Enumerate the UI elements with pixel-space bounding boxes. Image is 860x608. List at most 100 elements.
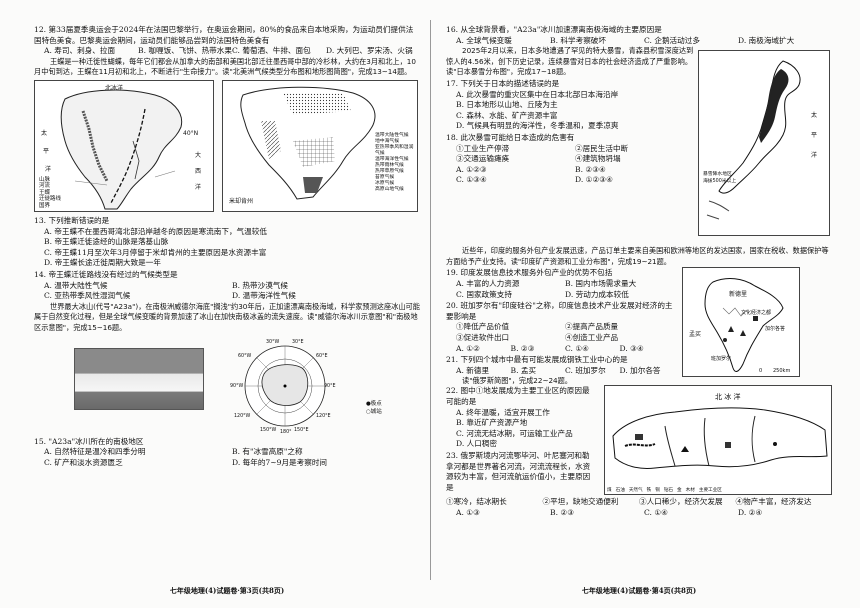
- india-section: 19. 印度发展信息技术服务外包产业的优势不包括 A. 丰富的人力资源 B. 国…: [446, 267, 832, 385]
- q19-option-d[interactable]: D. 劳动力成本较低: [565, 289, 629, 299]
- material-22-24: 读"俄罗斯简图"，完成22~24题。: [462, 376, 572, 386]
- q14-option-d[interactable]: D. 温带海洋性气候: [232, 291, 296, 301]
- q17-option-a[interactable]: A. 此次暴雪的重灾区集中在日本北部日本海沿岸: [456, 89, 619, 99]
- q12-stem: 12. 第33届夏季奥运会于2024年在法国巴黎举行，在奥运会期间，80%的食品…: [34, 25, 414, 45]
- q20-options: A. ①② B. ②③ C. ①④ D. ③④: [446, 344, 674, 355]
- q23-option-b[interactable]: B. ②③: [550, 507, 575, 517]
- polar-legend-pole: ●极点: [366, 400, 382, 407]
- q13-options: A. 帝王蝶不在墨西哥湾北部沿岸越冬的原因是寒流南下，气温较低 B. 帝王蝶迁徙…: [34, 227, 420, 269]
- q21-stem: 21. 下列四个城市中最有可能发展成钢铁工业中心的是: [446, 355, 628, 365]
- q14-option-b[interactable]: B. 热带沙漠气候: [232, 280, 288, 290]
- q21-option-b[interactable]: B. 孟买: [510, 365, 537, 375]
- russia-map: 北 冰 洋 煤 石油 天然气 铁 铜 钻石 金 木材 主要工业区: [604, 385, 832, 496]
- q23-options: A. ①③ B. ②③ C. ①④ D. ②④: [446, 508, 832, 519]
- q16-option-b[interactable]: B. 科学考察破坏: [550, 35, 606, 45]
- q12-option-d[interactable]: D. 大列巴、罗宋汤、火锅: [326, 46, 413, 56]
- legend-butterfly: 王蝶: [39, 189, 51, 196]
- q20-items: ①降低产品价值 ②提高产品质量 ③促进软件出口 ④创造工业产品: [446, 322, 674, 343]
- russia-legend-gas: 天然气: [628, 488, 643, 494]
- india-scale-zero: 0: [759, 368, 763, 375]
- north-america-terrain-map: 北冰洋 太 平 洋 大 西 洋 40°N 山脉 河流 王蝶 迁徙路线 国界: [34, 79, 214, 212]
- q12-option-b[interactable]: B. 咖喱饭、飞饼、热带水果: [138, 46, 232, 56]
- japan-legend-altitude: 海拔500米以上: [703, 179, 737, 185]
- label-arctic-ocean: 北冰洋: [105, 84, 124, 92]
- q19-option-c[interactable]: C. 国家政策支持: [456, 289, 512, 299]
- q16-option-d[interactable]: D. 南极海域扩大: [738, 35, 795, 45]
- north-america-maps: 北冰洋 太 平 洋 大 西 洋 40°N 山脉 河流 王蝶 迁徙路线 国界: [34, 79, 420, 214]
- q23-item-1: ①寒冷，结冰期长: [446, 497, 507, 507]
- polar-label-60w: 60°W: [238, 353, 252, 359]
- legend-climate-5: 热带雨林气候: [375, 162, 404, 168]
- q19-option-b[interactable]: B. 国内市场需求量大: [565, 278, 637, 288]
- q13-option-a[interactable]: A. 帝王蝶不在墨西哥湾北部沿岸越冬的原因是寒流南下，气温较低: [44, 226, 267, 236]
- q23-option-a[interactable]: A. ①③: [456, 507, 480, 517]
- q22-option-c[interactable]: C. 河流无结冰期，可运输工业产品: [456, 428, 573, 438]
- antarctic-polar-map: 30°W 30°E 60°W 60°E 90°W 90°E 120°W 120°…: [230, 338, 340, 435]
- q23-option-d[interactable]: D. ②④: [738, 507, 763, 517]
- q18-option-d[interactable]: D. ①②③④: [575, 175, 613, 185]
- q16-option-a[interactable]: A. 全球气候变暖: [456, 35, 512, 45]
- russia-legend-iron: 铁: [646, 488, 652, 494]
- q21-options: A. 新德里 B. 孟买 C. 班加罗尔 D. 加尔各答: [446, 366, 674, 377]
- material-19-21: 近些年，印度的服务外包产业发展迅速，产品订单主要来自美国和欧洲等地区的发达国家，…: [446, 246, 829, 266]
- q22-option-b[interactable]: B. 靠近矿产资源产地: [456, 418, 528, 428]
- q17-option-c[interactable]: C. 森林、水能、矿产资源丰富: [456, 110, 558, 120]
- polar-label-30w: 30°W: [266, 339, 280, 345]
- q21-option-a[interactable]: A. 新德里: [456, 365, 490, 375]
- q17-stem: 17. 下列关于日本的描述错误的是: [446, 78, 560, 88]
- legend-climate-8: 冰原气候: [375, 180, 395, 186]
- q23-option-c[interactable]: C. ①④: [644, 507, 668, 517]
- q13-option-b[interactable]: B. 帝王蝶迁徙途经的山脉是落基山脉: [44, 237, 169, 247]
- q13-stem: 13. 下列推断错误的是: [34, 215, 110, 225]
- q15-option-b[interactable]: B. 有"冰雪高原"之称: [232, 447, 303, 457]
- q15-option-d[interactable]: D. 每年的7~9月是考察时间: [232, 457, 328, 467]
- q18-option-a[interactable]: A. ①②③: [456, 164, 487, 174]
- q18-option-c[interactable]: C. ①③④: [456, 175, 487, 185]
- q22-option-a[interactable]: A. 终年温暖，适宜开展工作: [456, 407, 550, 417]
- polar-label-60e: 60°E: [316, 353, 328, 359]
- q14-option-a[interactable]: A. 温带大陆性气候: [44, 280, 108, 290]
- q16-option-c[interactable]: C. 企鹅活动过多: [644, 35, 700, 45]
- russia-legend: 煤 石油 天然气 铁 铜 钻石 金 木材 主要工业区: [607, 486, 722, 494]
- q15-stem: 15. "A23a"冰川所在的南极地区: [34, 436, 144, 446]
- japan-legend: 暴雪降水地区 海拔500米以上: [703, 171, 736, 185]
- q18-option-b[interactable]: B. ②③④: [575, 164, 606, 174]
- polar-legend: ●极点 ○城站: [366, 400, 382, 434]
- q14-option-c[interactable]: C. 亚热带季风性湿润气候: [44, 291, 131, 301]
- q12-option-a[interactable]: A. 寿司、刺身、拉面: [44, 46, 116, 56]
- q20-option-a[interactable]: A. ①②: [456, 343, 480, 353]
- q20-option-c[interactable]: C. ①④: [565, 343, 589, 353]
- q18-options: A. ①②③ B. ②③④ C. ①③④ D. ①②③④: [446, 165, 694, 186]
- india-map-svg: [704, 278, 784, 373]
- india-text: 19. 印度发展信息技术服务外包产业的优势不包括 A. 丰富的人力资源 B. 国…: [446, 267, 674, 387]
- q18-item-2: ②居民生活中断: [575, 143, 629, 153]
- q18-stem: 18. 此次暴雪可能给日本造成的危害有: [446, 132, 575, 142]
- q15-option-c[interactable]: C. 矿产和淡水资源匮乏: [44, 457, 123, 467]
- legend-river: 河流: [39, 183, 51, 190]
- q22-option-d[interactable]: D. 人口稠密: [456, 439, 498, 449]
- india-label-mumbai: 孟买: [689, 331, 702, 339]
- q20-option-b[interactable]: B. ②③: [510, 343, 535, 353]
- material-15-16: 世界最大冰山(代号"A23a")，在南极洲威德尔海底"搁浅"约30年后，正加速漂…: [34, 301, 420, 332]
- q21-option-c[interactable]: C. 班加罗尔: [565, 365, 606, 375]
- q15-option-a[interactable]: A. 自然特征是温冷和四季分明: [44, 447, 146, 457]
- q19-option-a[interactable]: A. 丰富的人力资源: [456, 278, 520, 288]
- q20-option-d[interactable]: D. ③④: [619, 343, 644, 353]
- terrain-map-svg: [60, 89, 183, 210]
- q21-option-d[interactable]: D. 加尔各答: [619, 365, 661, 375]
- q12-options: A. 寿司、刺身、拉面 B. 咖喱饭、飞饼、热带水果 C. 葡萄酒、牛排、面包 …: [34, 46, 420, 57]
- q15-options: A. 自然特征是温冷和四季分明 B. 有"冰雪高原"之称 C. 矿产和淡水资源匮…: [34, 447, 420, 468]
- q12-option-c[interactable]: C. 葡萄酒、牛排、面包: [232, 46, 311, 56]
- q13-option-c[interactable]: C. 帝王蝶11月至次年3月停留于米却肯州的主要原因是水资源丰富: [44, 247, 267, 257]
- legend-climate-6: 热带草原气候: [375, 168, 404, 174]
- q17-option-b[interactable]: B. 日本地形以山地、丘陵为主: [456, 100, 558, 110]
- q17-option-d[interactable]: D. 气候具有明显的海洋性，冬季温和，夏季凉爽: [456, 121, 619, 131]
- q20-stem: 20. 班加罗尔有"印度硅谷"之称，印度信息技术产业发展对经济的主要影响是: [446, 301, 673, 321]
- polar-legend-station: ○城站: [366, 408, 382, 415]
- japan-map-svg: [706, 60, 801, 220]
- label-tai: 太: [41, 129, 48, 137]
- q22-options: A. 终年温暖，适宜开展工作 B. 靠近矿产资源产地 C. 河流无结冰期，可运输…: [446, 408, 596, 450]
- terrain-legend: 山脉 河流 王蝶 迁徙路线 国界: [39, 177, 61, 210]
- russia-map-svg: [612, 407, 828, 470]
- q13-option-d[interactable]: D. 帝王蝶长途迁徙周期大致是一年: [44, 258, 161, 268]
